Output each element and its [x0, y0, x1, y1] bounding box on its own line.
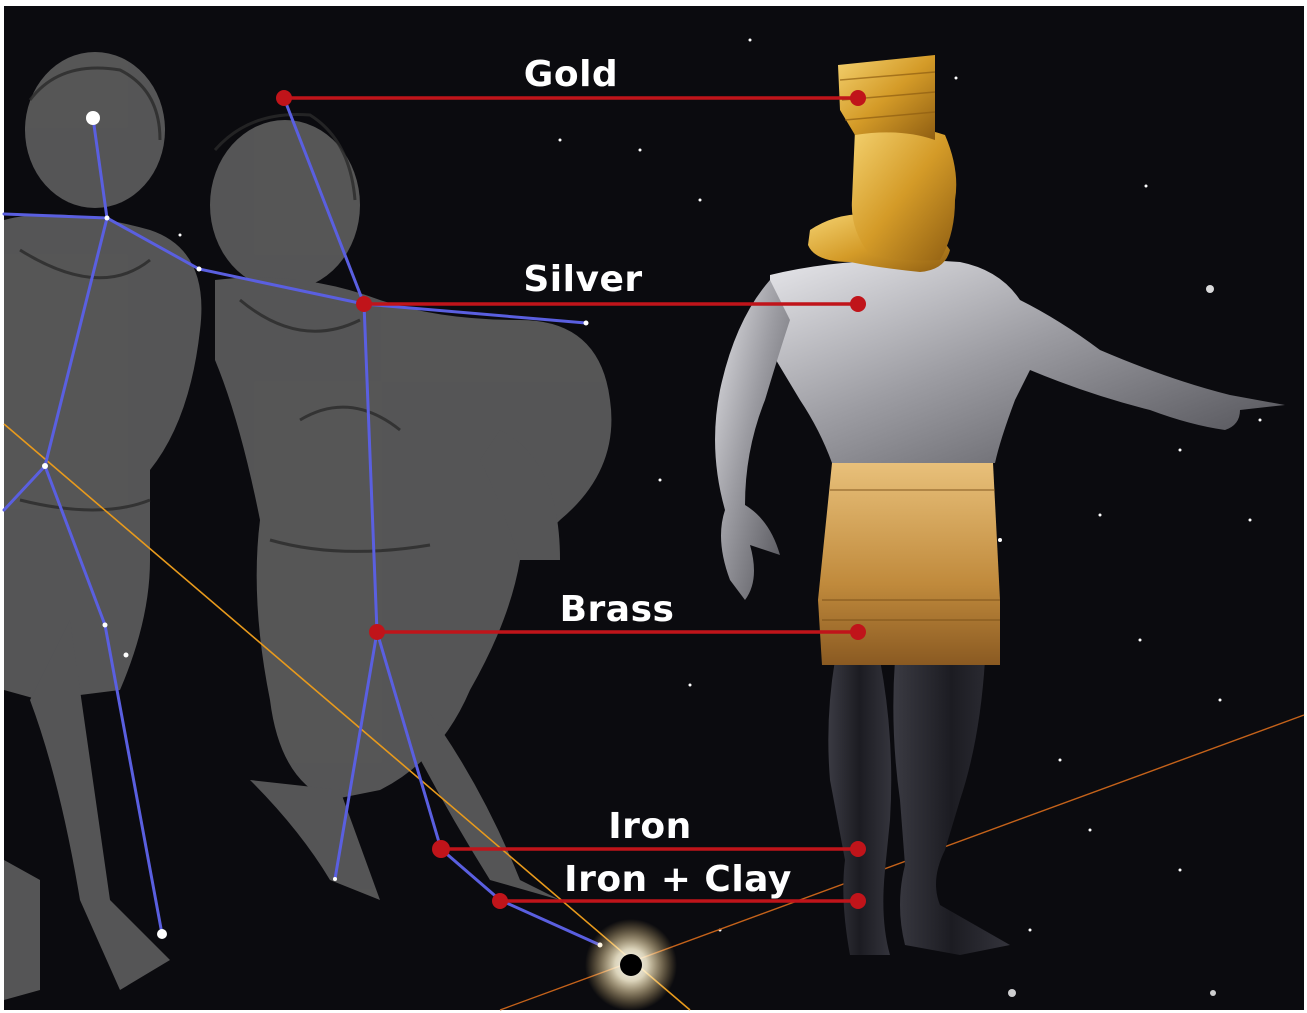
- iron-dot-right: [850, 841, 866, 857]
- brass-dot-left: [369, 624, 385, 640]
- iron-clay-dot-left: [492, 893, 508, 909]
- gold-dot-left: [276, 90, 292, 106]
- eclipsed-sun: [585, 919, 677, 1011]
- brass-dot-right: [850, 624, 866, 640]
- brass-label: Brass: [560, 589, 675, 630]
- statue-skirt: [818, 463, 1000, 665]
- silver-dot-right: [850, 296, 866, 312]
- iron-dot-left: [432, 840, 450, 858]
- iron-label: Iron: [608, 806, 692, 847]
- iron-clay-label: Iron + Clay: [564, 859, 792, 900]
- iron-clay-dot-right: [850, 893, 866, 909]
- silver-label: Silver: [523, 259, 642, 300]
- gold-label: Gold: [524, 54, 618, 95]
- gold-dot-right: [850, 90, 866, 106]
- statue-head: [852, 126, 956, 260]
- silver-dot-left: [356, 296, 372, 312]
